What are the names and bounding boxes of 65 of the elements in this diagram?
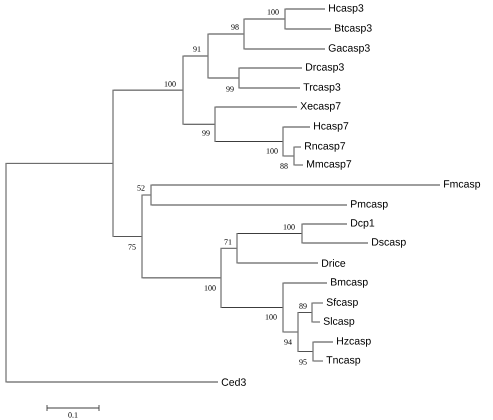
taxon-label: Fmcasp (444, 180, 480, 190)
taxon-label: Hcasp7 (314, 122, 348, 132)
branch-line (312, 302, 324, 304)
branch-line (113, 90, 183, 91)
taxon-label: Bmcasp (331, 278, 368, 288)
branch-line (215, 141, 283, 142)
branch-line (215, 106, 298, 108)
taxon-label: Tncasp (326, 356, 360, 366)
branch-line (6, 162, 113, 164)
taxon-label: Pmcasp (351, 200, 388, 210)
branch-line (244, 48, 326, 50)
branch-line (237, 233, 302, 234)
support-value: 99 (226, 86, 234, 92)
support-value: 89 (299, 303, 307, 309)
support-value: 100 (164, 81, 176, 87)
branch-line (283, 282, 328, 284)
support-value: 71 (224, 239, 232, 245)
scale-value: 0.1 (68, 412, 78, 418)
taxon-label: Mmcasp7 (307, 160, 352, 170)
branch-line (151, 204, 348, 206)
branch-line (285, 28, 332, 30)
branch-line (285, 8, 326, 10)
taxon-label: Drcasp3 (306, 63, 344, 73)
branch-line (113, 236, 142, 237)
taxon-label: Drice (322, 259, 346, 267)
taxon-label: Slcasp (324, 317, 354, 327)
support-value: 88 (280, 163, 288, 169)
taxon-label: Trcasp3 (303, 83, 340, 93)
branch-line (221, 307, 283, 308)
branch-line (302, 242, 368, 244)
support-value: 95 (299, 359, 307, 365)
support-value: 100 (204, 285, 216, 291)
taxon-label: Btcasp3 (335, 24, 372, 34)
branch-line (142, 277, 221, 278)
support-value: 100 (266, 314, 277, 320)
taxon-label: Hzcasp (337, 337, 371, 347)
taxon-label: Rncasp7 (305, 142, 346, 152)
branch-line (244, 18, 285, 20)
support-value: 94 (284, 339, 292, 345)
support-value: 99 (202, 130, 210, 136)
support-value: 91 (193, 46, 201, 52)
branch-line (142, 194, 151, 196)
taxon-label: Dcp1 (351, 219, 374, 229)
support-value: 52 (137, 185, 145, 191)
branch-line (237, 262, 318, 264)
branch-line (151, 184, 440, 186)
branch-line (294, 164, 304, 166)
branch-line (298, 351, 313, 352)
taxon-label: Sfcasp (326, 298, 358, 308)
support-value: 100 (266, 148, 278, 154)
taxon-label: Gacasp3 (328, 44, 370, 54)
support-value: 100 (268, 9, 279, 15)
branch-line (283, 126, 310, 128)
taxon-label: Hcasp3 (329, 4, 364, 14)
branch-line (313, 360, 324, 362)
branch-line (294, 146, 302, 148)
taxon-label: Dscasp (372, 238, 406, 248)
support-value: 75 (128, 244, 136, 250)
taxon-label: Ced3 (222, 378, 246, 386)
support-value: 100 (284, 224, 295, 230)
branch-line (298, 312, 312, 313)
taxon-label: Xecasp7 (300, 102, 341, 112)
branch-line (221, 248, 237, 249)
branch-line (183, 124, 215, 125)
support-value: 98 (231, 24, 239, 30)
